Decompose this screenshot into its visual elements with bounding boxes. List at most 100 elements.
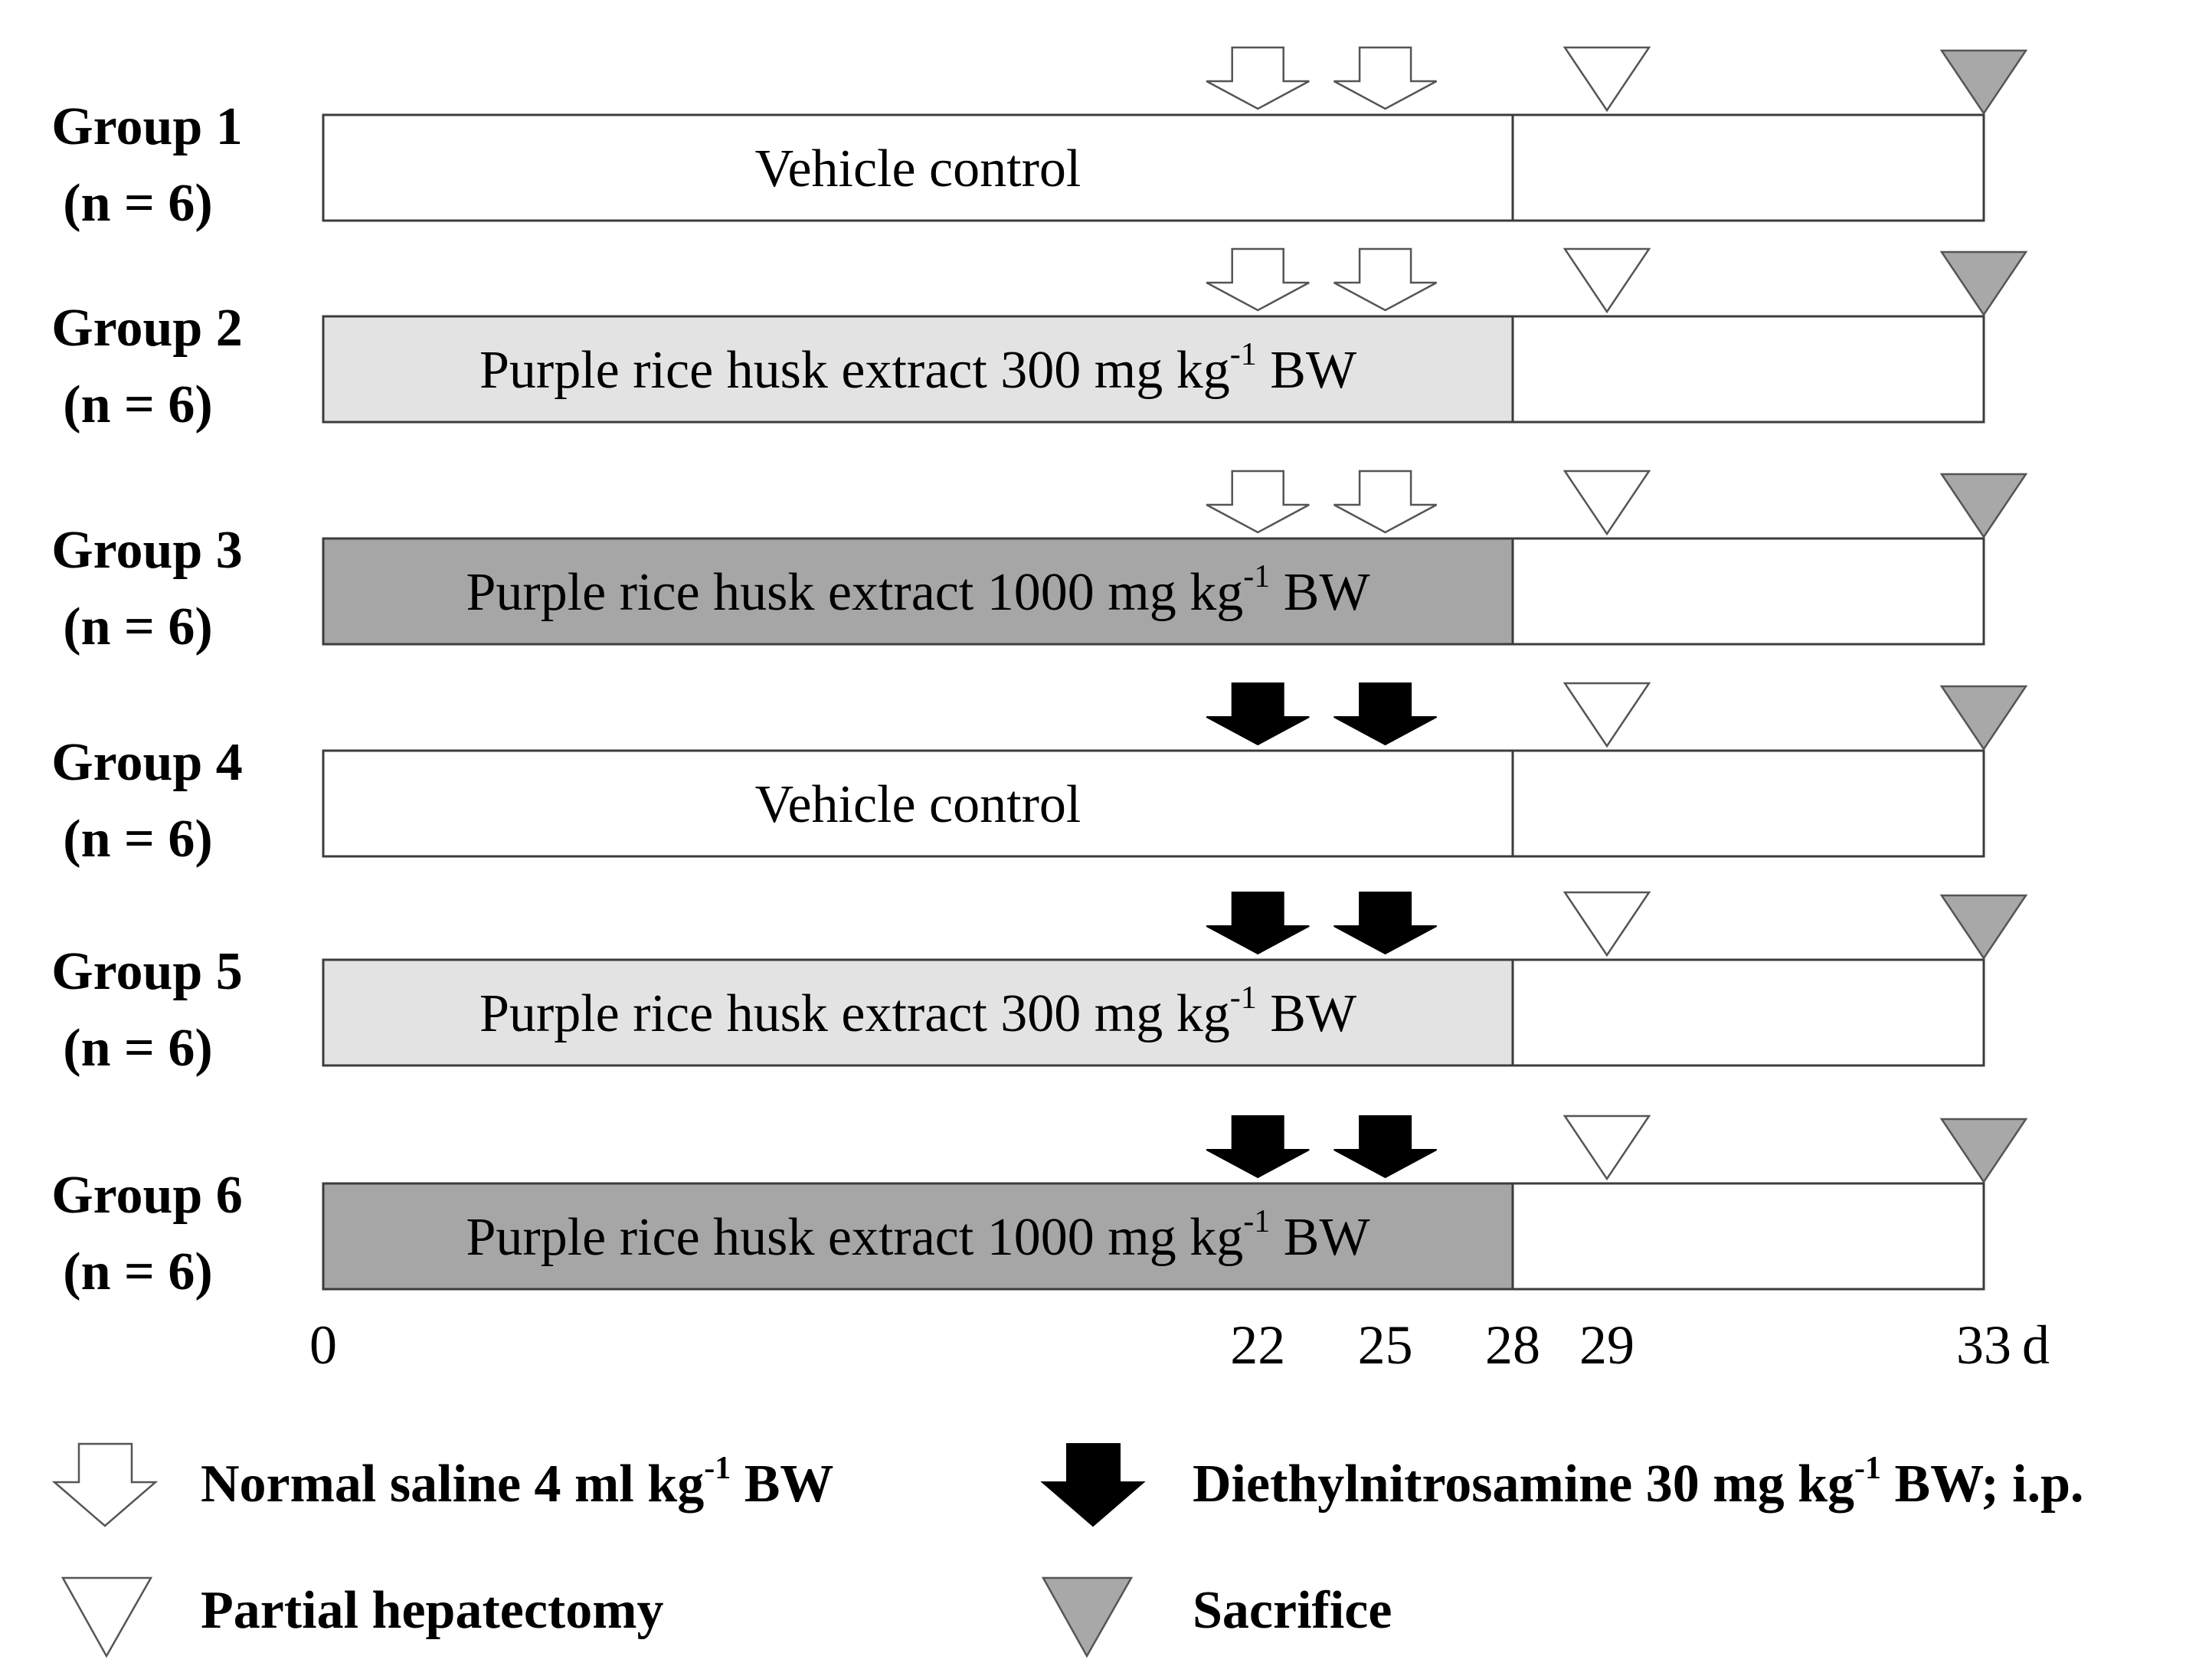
diethylnitrosamine-arrow-icon — [1206, 682, 1310, 746]
sacrifice-marker-icon — [1939, 49, 2028, 116]
group-row: Group 4 (n = 6) Vehicle control — [51, 682, 2028, 869]
group-row: Group 2 (n = 6) Purple rice husk extract 3… — [51, 247, 2028, 434]
legend-item-saline: Normal saline 4 ml kg-1 BW — [51, 1442, 833, 1527]
group-name: Group 4 — [51, 733, 243, 792]
saline-arrow-icon — [1206, 46, 1310, 110]
group-n: (n = 6) — [63, 1242, 212, 1301]
legend-item-sacrifice: Sacrifice — [1041, 1576, 1392, 1658]
treatment-label: Purple rice husk extract 1000 mg kg-1 BW — [466, 1204, 1369, 1267]
group-n: (n = 6) — [63, 810, 212, 869]
hepatectomy-triangle-icon — [61, 1576, 153, 1658]
group-name: Group 1 — [51, 97, 243, 156]
legend-den-superscript: -1 — [1854, 1451, 1881, 1486]
treatment-suffix: BW — [1257, 341, 1356, 400]
legend-hepatectomy-text: Partial hepatectomy — [201, 1581, 664, 1640]
saline-arrow-icon — [51, 1442, 159, 1527]
treatment-superscript: -1 — [1243, 1204, 1270, 1239]
group-name: Group 3 — [51, 521, 243, 580]
group-n: (n = 6) — [63, 174, 212, 233]
diethylnitrosamine-arrow-icon — [1333, 892, 1438, 955]
saline-arrow-icon — [1333, 46, 1438, 110]
treatment-superscript: -1 — [1230, 337, 1257, 372]
treatment-bar — [322, 315, 1514, 424]
hepatectomy-marker-icon — [1562, 682, 1651, 748]
hepatectomy-marker-icon — [1562, 46, 1651, 113]
legend-saline-superscript: -1 — [704, 1451, 731, 1486]
saline-arrow-icon — [1333, 247, 1438, 312]
group-n: (n = 6) — [63, 375, 212, 434]
treatment-superscript: -1 — [1243, 559, 1270, 594]
treatment-text: Vehicle control — [755, 775, 1081, 834]
treatment-bar — [322, 113, 1514, 222]
hepatectomy-marker-icon — [1562, 1114, 1651, 1181]
observation-bar — [1511, 958, 1985, 1067]
legend: Normal saline 4 ml kg-1 BW Diethylnitros… — [51, 1442, 2084, 1658]
treatment-superscript: -1 — [1230, 980, 1257, 1016]
treatment-suffix: BW — [1257, 984, 1356, 1043]
group-name: Group 2 — [51, 299, 243, 358]
legend-saline-text: Normal saline 4 ml kg — [201, 1455, 704, 1514]
sacrifice-triangle-icon — [1041, 1576, 1134, 1658]
group-row: Group 6 (n = 6) Purple rice husk extract 1… — [51, 1114, 2028, 1301]
legend-saline-suffix: BW — [731, 1455, 833, 1514]
treatment-suffix: BW — [1270, 1208, 1369, 1267]
den-arrow-icon — [1040, 1443, 1146, 1527]
svg-text:Normal saline 4 ml kg-1 BW: Normal saline 4 ml kg-1 BW — [201, 1451, 833, 1514]
sacrifice-marker-icon — [1939, 473, 2028, 539]
treatment-bar — [322, 958, 1514, 1067]
legend-item-hepatectomy: Partial hepatectomy — [61, 1576, 664, 1658]
diethylnitrosamine-arrow-icon — [1206, 1115, 1310, 1179]
svg-text:Diethylnitrosamine 30 mg kg-1: Diethylnitrosamine 30 mg kg-1 BW; i.p. — [1193, 1451, 2084, 1514]
diethylnitrosamine-arrow-icon — [1206, 892, 1310, 955]
sacrifice-marker-icon — [1939, 1118, 2028, 1184]
treatment-text: Vehicle control — [755, 139, 1081, 198]
group-n: (n = 6) — [63, 1019, 212, 1078]
hepatectomy-marker-icon — [1562, 891, 1651, 957]
observation-bar — [1511, 113, 1985, 222]
legend-item-den: Diethylnitrosamine 30 mg kg-1 BW; i.p. — [1040, 1443, 2084, 1527]
observation-bar — [1511, 749, 1985, 858]
observation-bar — [1511, 1182, 1985, 1291]
treatment-text: Purple rice husk extract 300 mg kg — [479, 341, 1230, 400]
hepatectomy-marker-icon — [1562, 470, 1651, 536]
saline-arrow-icon — [1206, 247, 1310, 312]
treatment-bar — [322, 749, 1514, 858]
group-row: Group 1 (n = 6) Vehicle control — [51, 46, 2028, 233]
axis-tick-label: 25 — [1358, 1314, 1413, 1376]
legend-den-suffix: BW; i.p. — [1881, 1455, 2084, 1514]
legend-sacrifice-text: Sacrifice — [1193, 1581, 1392, 1640]
treatment-text: Purple rice husk extract 1000 mg kg — [466, 1208, 1243, 1267]
axis-tick-label: 0 — [309, 1314, 337, 1376]
treatment-bar — [322, 537, 1514, 646]
treatment-label: Purple rice husk extract 300 mg kg-1 BW — [479, 337, 1356, 400]
treatment-bar — [322, 1182, 1514, 1291]
treatment-label: Vehicle control — [755, 775, 1081, 834]
axis-tick-label: 29 — [1579, 1314, 1634, 1376]
treatment-label: Purple rice husk extract 1000 mg kg-1 BW — [466, 559, 1369, 622]
group-row: Group 3 (n = 6) Purple rice husk extract 1… — [51, 470, 2028, 656]
axis-unit-label: d — [2022, 1314, 2050, 1376]
observation-bar — [1511, 315, 1985, 424]
observation-bar — [1511, 537, 1985, 646]
treatment-text: Purple rice husk extract 300 mg kg — [479, 984, 1230, 1043]
group-name: Group 5 — [51, 942, 243, 1001]
legend-den-text: Diethylnitrosamine 30 mg kg — [1193, 1455, 1854, 1514]
sacrifice-marker-icon — [1939, 250, 2028, 317]
saline-arrow-icon — [1333, 470, 1438, 534]
group-row: Group 5 (n = 6) Purple rice husk extract 3… — [51, 891, 2028, 1078]
group-n: (n = 6) — [63, 597, 212, 656]
treatment-label: Purple rice husk extract 300 mg kg-1 BW — [479, 980, 1356, 1043]
axis-tick-label: 22 — [1230, 1314, 1285, 1376]
treatment-suffix: BW — [1270, 563, 1369, 622]
group-name: Group 6 — [51, 1166, 243, 1225]
sacrifice-marker-icon — [1939, 685, 2028, 751]
saline-arrow-icon — [1206, 470, 1310, 534]
diethylnitrosamine-arrow-icon — [1333, 682, 1438, 746]
hepatectomy-marker-icon — [1562, 247, 1651, 314]
axis-tick-label: 33 — [1956, 1314, 2011, 1376]
treatment-text: Purple rice husk extract 1000 mg kg — [466, 563, 1243, 622]
sacrifice-marker-icon — [1939, 894, 2028, 961]
